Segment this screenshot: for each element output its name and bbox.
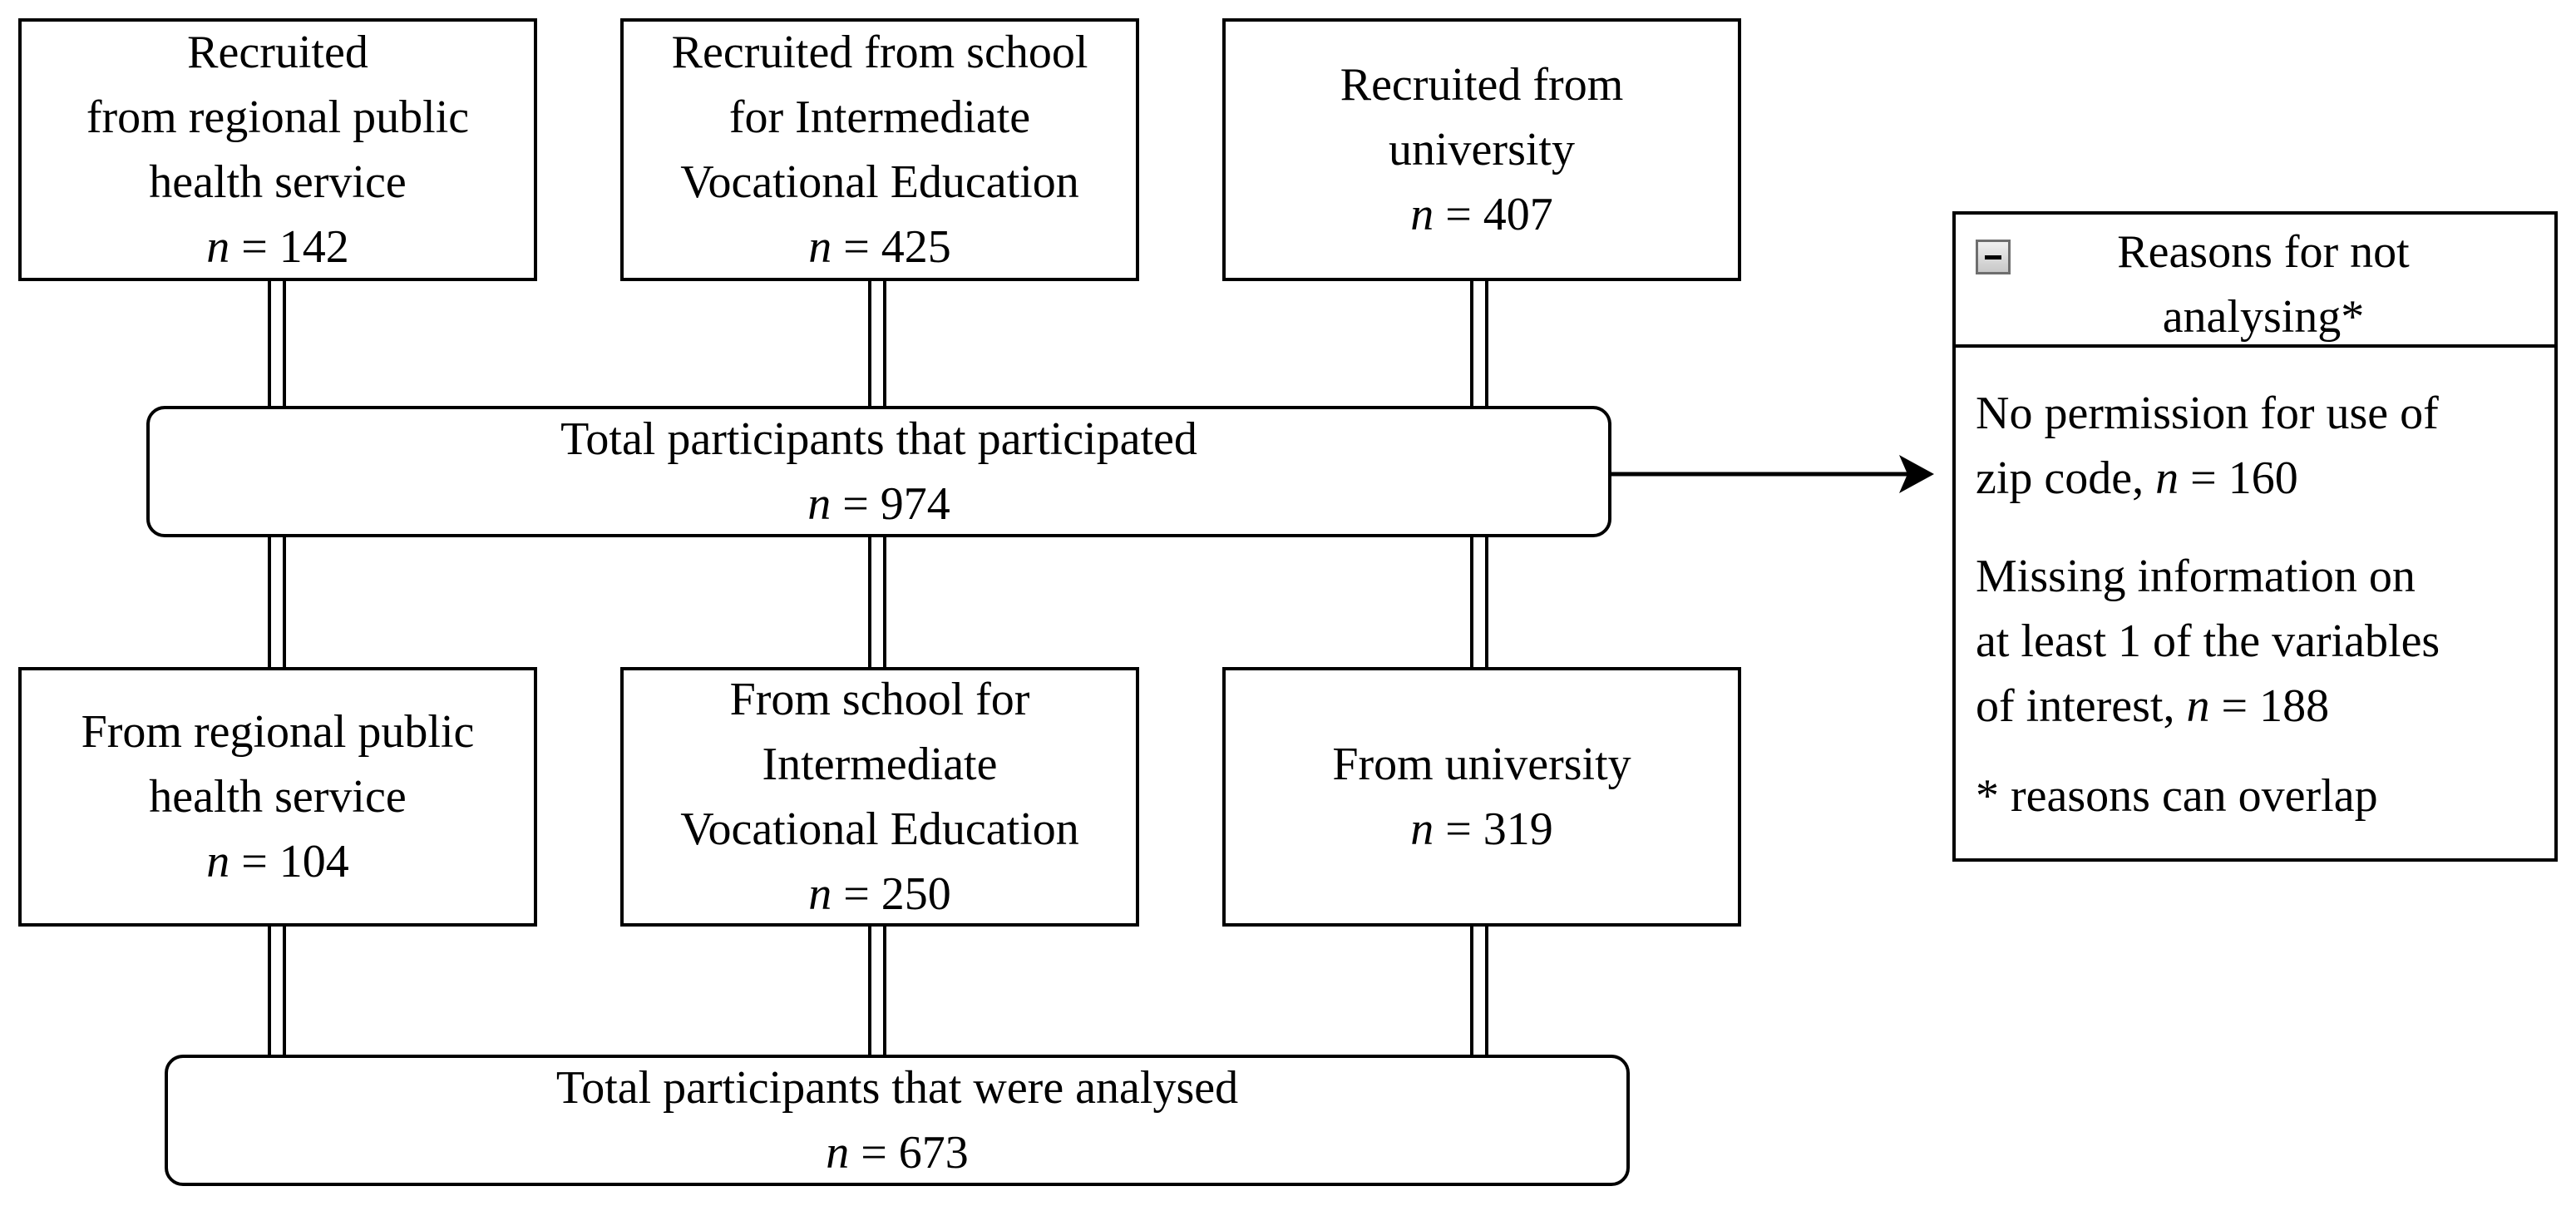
connector-line: [868, 279, 886, 406]
box-text-line: health service: [149, 771, 407, 823]
box-count: n = 142: [206, 221, 349, 273]
recruited-regional-health-box: Recruited from regional public health se…: [18, 18, 537, 281]
box-count: n = 425: [808, 221, 951, 273]
box-text-line: health service: [149, 156, 407, 208]
box-text-line: Vocational Education: [680, 156, 1079, 208]
box-count: n = 250: [808, 868, 951, 920]
box-text-line: From regional public: [81, 706, 475, 758]
box-text-line: Vocational Education: [680, 803, 1079, 855]
box-text-line: Recruited from: [1340, 59, 1624, 111]
reason-text-line: Missing information on: [1976, 551, 2416, 602]
panel-title-line: analysing*: [2162, 291, 2365, 343]
total-participated-box: Total participants that participated n =…: [146, 406, 1611, 537]
connector-line: [868, 536, 886, 669]
exclusion-reason: No permission for use of zip code, n = 1…: [1976, 381, 2541, 511]
reason-text-line: at least 1 of the variables: [1976, 615, 2440, 667]
box-text-line: Recruited from school: [671, 27, 1088, 78]
box-text-line: From school for: [729, 674, 1030, 725]
recruited-university-box: Recruited from university n = 407: [1222, 18, 1741, 281]
reason-text-line: No permission for use of: [1976, 388, 2439, 439]
analysed-vocational-school-box: From school for Intermediate Vocational …: [620, 667, 1139, 927]
connector-line: [268, 279, 286, 406]
box-count: n = 407: [1410, 189, 1553, 240]
connector-line: [1470, 925, 1488, 1056]
box-count: n = 673: [826, 1127, 969, 1179]
box-text-line: Recruited: [187, 27, 368, 78]
overlap-note: * reasons can overlap: [1976, 770, 2378, 822]
box-count: n = 974: [807, 478, 950, 530]
connector-line: [268, 536, 286, 669]
analysed-regional-health-box: From regional public health service n = …: [18, 667, 537, 927]
box-text-line: Intermediate: [762, 739, 998, 790]
recruited-vocational-school-box: Recruited from school for Intermediate V…: [620, 18, 1139, 281]
box-text-line: for Intermediate: [728, 91, 1031, 143]
box-text-line: from regional public: [86, 91, 470, 143]
connector-line: [868, 925, 886, 1056]
box-count: n = 104: [206, 836, 349, 887]
box-text-line: From university: [1332, 739, 1631, 790]
exclusion-reason: Missing information on at least 1 of the…: [1976, 544, 2541, 739]
connector-line: [1470, 536, 1488, 669]
connector-line: [268, 925, 286, 1056]
box-text-line: university: [1389, 124, 1575, 175]
total-analysed-box: Total participants that were analysed n …: [165, 1055, 1630, 1186]
box-text-line: Total participants that participated: [560, 413, 1197, 465]
reason-text-line: zip code, n = 160: [1976, 452, 2298, 504]
box-text-line: Total participants that were analysed: [555, 1062, 1239, 1114]
panel-title-line: Reasons for not: [2117, 226, 2410, 278]
box-count: n = 319: [1410, 803, 1553, 855]
connector-line: [1470, 279, 1488, 406]
collapse-icon[interactable]: [1976, 240, 2011, 274]
exclusion-panel-body: No permission for use of zip code, n = 1…: [1976, 381, 2541, 828]
reason-text-line: of interest, n = 188: [1976, 680, 2330, 732]
exclusion-reasons-panel: Reasons for not analysing* No permission…: [1952, 211, 2558, 862]
exclusion-panel-header: Reasons for not analysing*: [1956, 215, 2554, 348]
analysed-university-box: From university n = 319: [1222, 667, 1741, 927]
